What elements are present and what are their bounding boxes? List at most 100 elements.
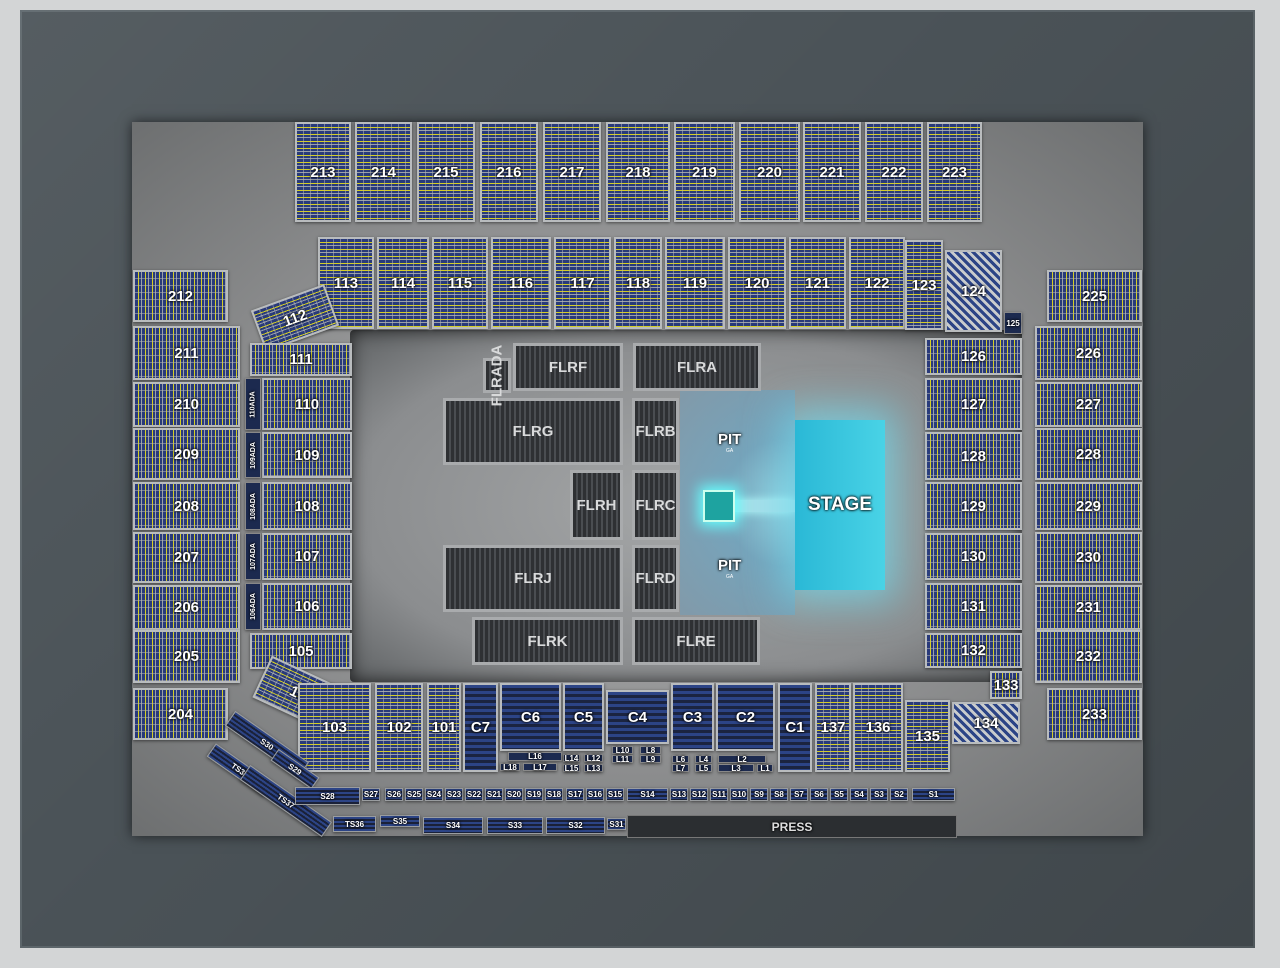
suite-s34[interactable]: S34 xyxy=(423,817,483,834)
pit-section[interactable]: PIT GA xyxy=(718,557,741,580)
suite-s18[interactable]: S18 xyxy=(545,788,563,801)
suite-s6[interactable]: S6 xyxy=(810,788,828,801)
club-section-c5[interactable]: C5 xyxy=(563,683,604,751)
loge-box-l4[interactable]: L4 xyxy=(695,755,712,764)
ada-section-110ada[interactable]: 110ADA xyxy=(245,378,261,430)
loge-box-l5[interactable]: L5 xyxy=(695,764,712,773)
section-218[interactable]: 218 xyxy=(606,122,670,222)
loge-box-l2[interactable]: L2 xyxy=(718,755,766,764)
section-132[interactable]: 132 xyxy=(925,633,1022,668)
loge-box-l17[interactable]: L17 xyxy=(523,763,557,772)
loge-box-l10[interactable]: L10 xyxy=(612,746,633,755)
section-120[interactable]: 120 xyxy=(728,237,786,329)
section-231[interactable]: 231 xyxy=(1035,585,1142,630)
suite-s17[interactable]: S17 xyxy=(566,788,584,801)
section-135[interactable]: 135 xyxy=(905,700,950,772)
section-122[interactable]: 122 xyxy=(849,237,905,329)
pit-section[interactable]: PIT GA xyxy=(718,431,741,454)
loge-box-l11[interactable]: L11 xyxy=(612,755,633,764)
suite-s23[interactable]: S23 xyxy=(445,788,463,801)
suite-s1[interactable]: S1 xyxy=(912,788,955,801)
section-101[interactable]: 101 xyxy=(427,683,461,772)
section-102[interactable]: 102 xyxy=(375,683,423,772)
suite-s14[interactable]: S14 xyxy=(627,788,668,801)
section-137[interactable]: 137 xyxy=(815,683,851,772)
section-214[interactable]: 214 xyxy=(355,122,412,222)
suite-s2[interactable]: S2 xyxy=(890,788,908,801)
section-126[interactable]: 126 xyxy=(925,338,1022,375)
suite-s12[interactable]: S12 xyxy=(690,788,708,801)
section-210[interactable]: 210 xyxy=(133,382,240,427)
section-207[interactable]: 207 xyxy=(133,532,240,583)
section-134[interactable]: 134 xyxy=(952,702,1020,744)
section-211[interactable]: 211 xyxy=(133,326,240,380)
ada-section-108ada[interactable]: 108ADA xyxy=(245,482,261,530)
section-228[interactable]: 228 xyxy=(1035,428,1142,480)
section-118[interactable]: 118 xyxy=(614,237,662,329)
section-121[interactable]: 121 xyxy=(789,237,846,329)
section-110[interactable]: 110 xyxy=(262,378,352,430)
section-213[interactable]: 213 xyxy=(295,122,351,222)
loge-box-l18[interactable]: L18 xyxy=(500,763,520,772)
section-119[interactable]: 119 xyxy=(665,237,725,329)
section-204[interactable]: 204 xyxy=(133,688,228,740)
section-225[interactable]: 225 xyxy=(1047,270,1142,322)
floor-section-flrh[interactable]: FLRH xyxy=(570,470,623,540)
suite-s21[interactable]: S21 xyxy=(485,788,503,801)
section-219[interactable]: 219 xyxy=(674,122,735,222)
floor-section-flra[interactable]: FLRA xyxy=(633,343,761,391)
loge-box-l13[interactable]: L13 xyxy=(584,764,603,773)
section-136[interactable]: 136 xyxy=(853,683,903,772)
section-129[interactable]: 129 xyxy=(925,482,1022,530)
suite-s24[interactable]: S24 xyxy=(425,788,443,801)
section-105[interactable]: 105 xyxy=(250,633,352,669)
section-230[interactable]: 230 xyxy=(1035,532,1142,583)
floor-section-flrk[interactable]: FLRK xyxy=(472,617,623,665)
suite-s13[interactable]: S13 xyxy=(670,788,688,801)
floor-section-flrada[interactable]: FLRADA xyxy=(483,345,511,406)
suite-s15[interactable]: S15 xyxy=(606,788,624,801)
suite-ts36[interactable]: TS36 xyxy=(333,816,376,832)
floor-section-flre[interactable]: FLRE xyxy=(632,617,760,665)
club-section-c1[interactable]: C1 xyxy=(778,683,812,772)
section-114[interactable]: 114 xyxy=(377,237,429,329)
suite-s5[interactable]: S5 xyxy=(830,788,848,801)
section-217[interactable]: 217 xyxy=(543,122,601,222)
loge-box-l6[interactable]: L6 xyxy=(672,755,689,764)
section-209[interactable]: 209 xyxy=(133,428,240,480)
club-section-c7[interactable]: C7 xyxy=(463,683,498,772)
section-131[interactable]: 131 xyxy=(925,583,1022,630)
loge-box-l1[interactable]: L1 xyxy=(757,764,773,773)
section-108[interactable]: 108 xyxy=(262,482,352,530)
loge-box-l12[interactable]: L12 xyxy=(584,754,603,763)
ada-section-107ada[interactable]: 107ADA xyxy=(245,533,261,580)
floor-section-flrd[interactable]: FLRD xyxy=(632,545,679,612)
section-222[interactable]: 222 xyxy=(865,122,923,222)
section-208[interactable]: 208 xyxy=(133,482,240,530)
floor-section-flrb[interactable]: FLRB xyxy=(632,398,679,465)
section-229[interactable]: 229 xyxy=(1035,482,1142,530)
club-section-c4[interactable]: C4 xyxy=(606,690,669,744)
suite-s35[interactable]: S35 xyxy=(380,815,420,827)
section-107[interactable]: 107 xyxy=(262,533,352,580)
suite-s7[interactable]: S7 xyxy=(790,788,808,801)
suite-s27[interactable]: S27 xyxy=(362,788,380,801)
section-232[interactable]: 232 xyxy=(1035,630,1142,683)
section-124[interactable]: 124 xyxy=(945,250,1002,332)
suite-s9[interactable]: S9 xyxy=(750,788,768,801)
club-section-c2[interactable]: C2 xyxy=(716,683,775,751)
section-111[interactable]: 111 xyxy=(250,343,352,376)
suite-s10[interactable]: S10 xyxy=(730,788,748,801)
section-233[interactable]: 233 xyxy=(1047,688,1142,740)
loge-box-l9[interactable]: L9 xyxy=(640,755,661,764)
loge-box-l15[interactable]: L15 xyxy=(563,764,580,773)
section-212[interactable]: 212 xyxy=(133,270,228,322)
suite-s28[interactable]: S28 xyxy=(295,787,360,805)
section-130[interactable]: 130 xyxy=(925,533,1022,580)
section-215[interactable]: 215 xyxy=(417,122,475,222)
loge-box-l14[interactable]: L14 xyxy=(563,754,580,763)
club-section-c6[interactable]: C6 xyxy=(500,683,561,751)
suite-s26[interactable]: S26 xyxy=(385,788,403,801)
floor-section-flrj[interactable]: FLRJ xyxy=(443,545,623,612)
suite-s33[interactable]: S33 xyxy=(487,817,543,834)
